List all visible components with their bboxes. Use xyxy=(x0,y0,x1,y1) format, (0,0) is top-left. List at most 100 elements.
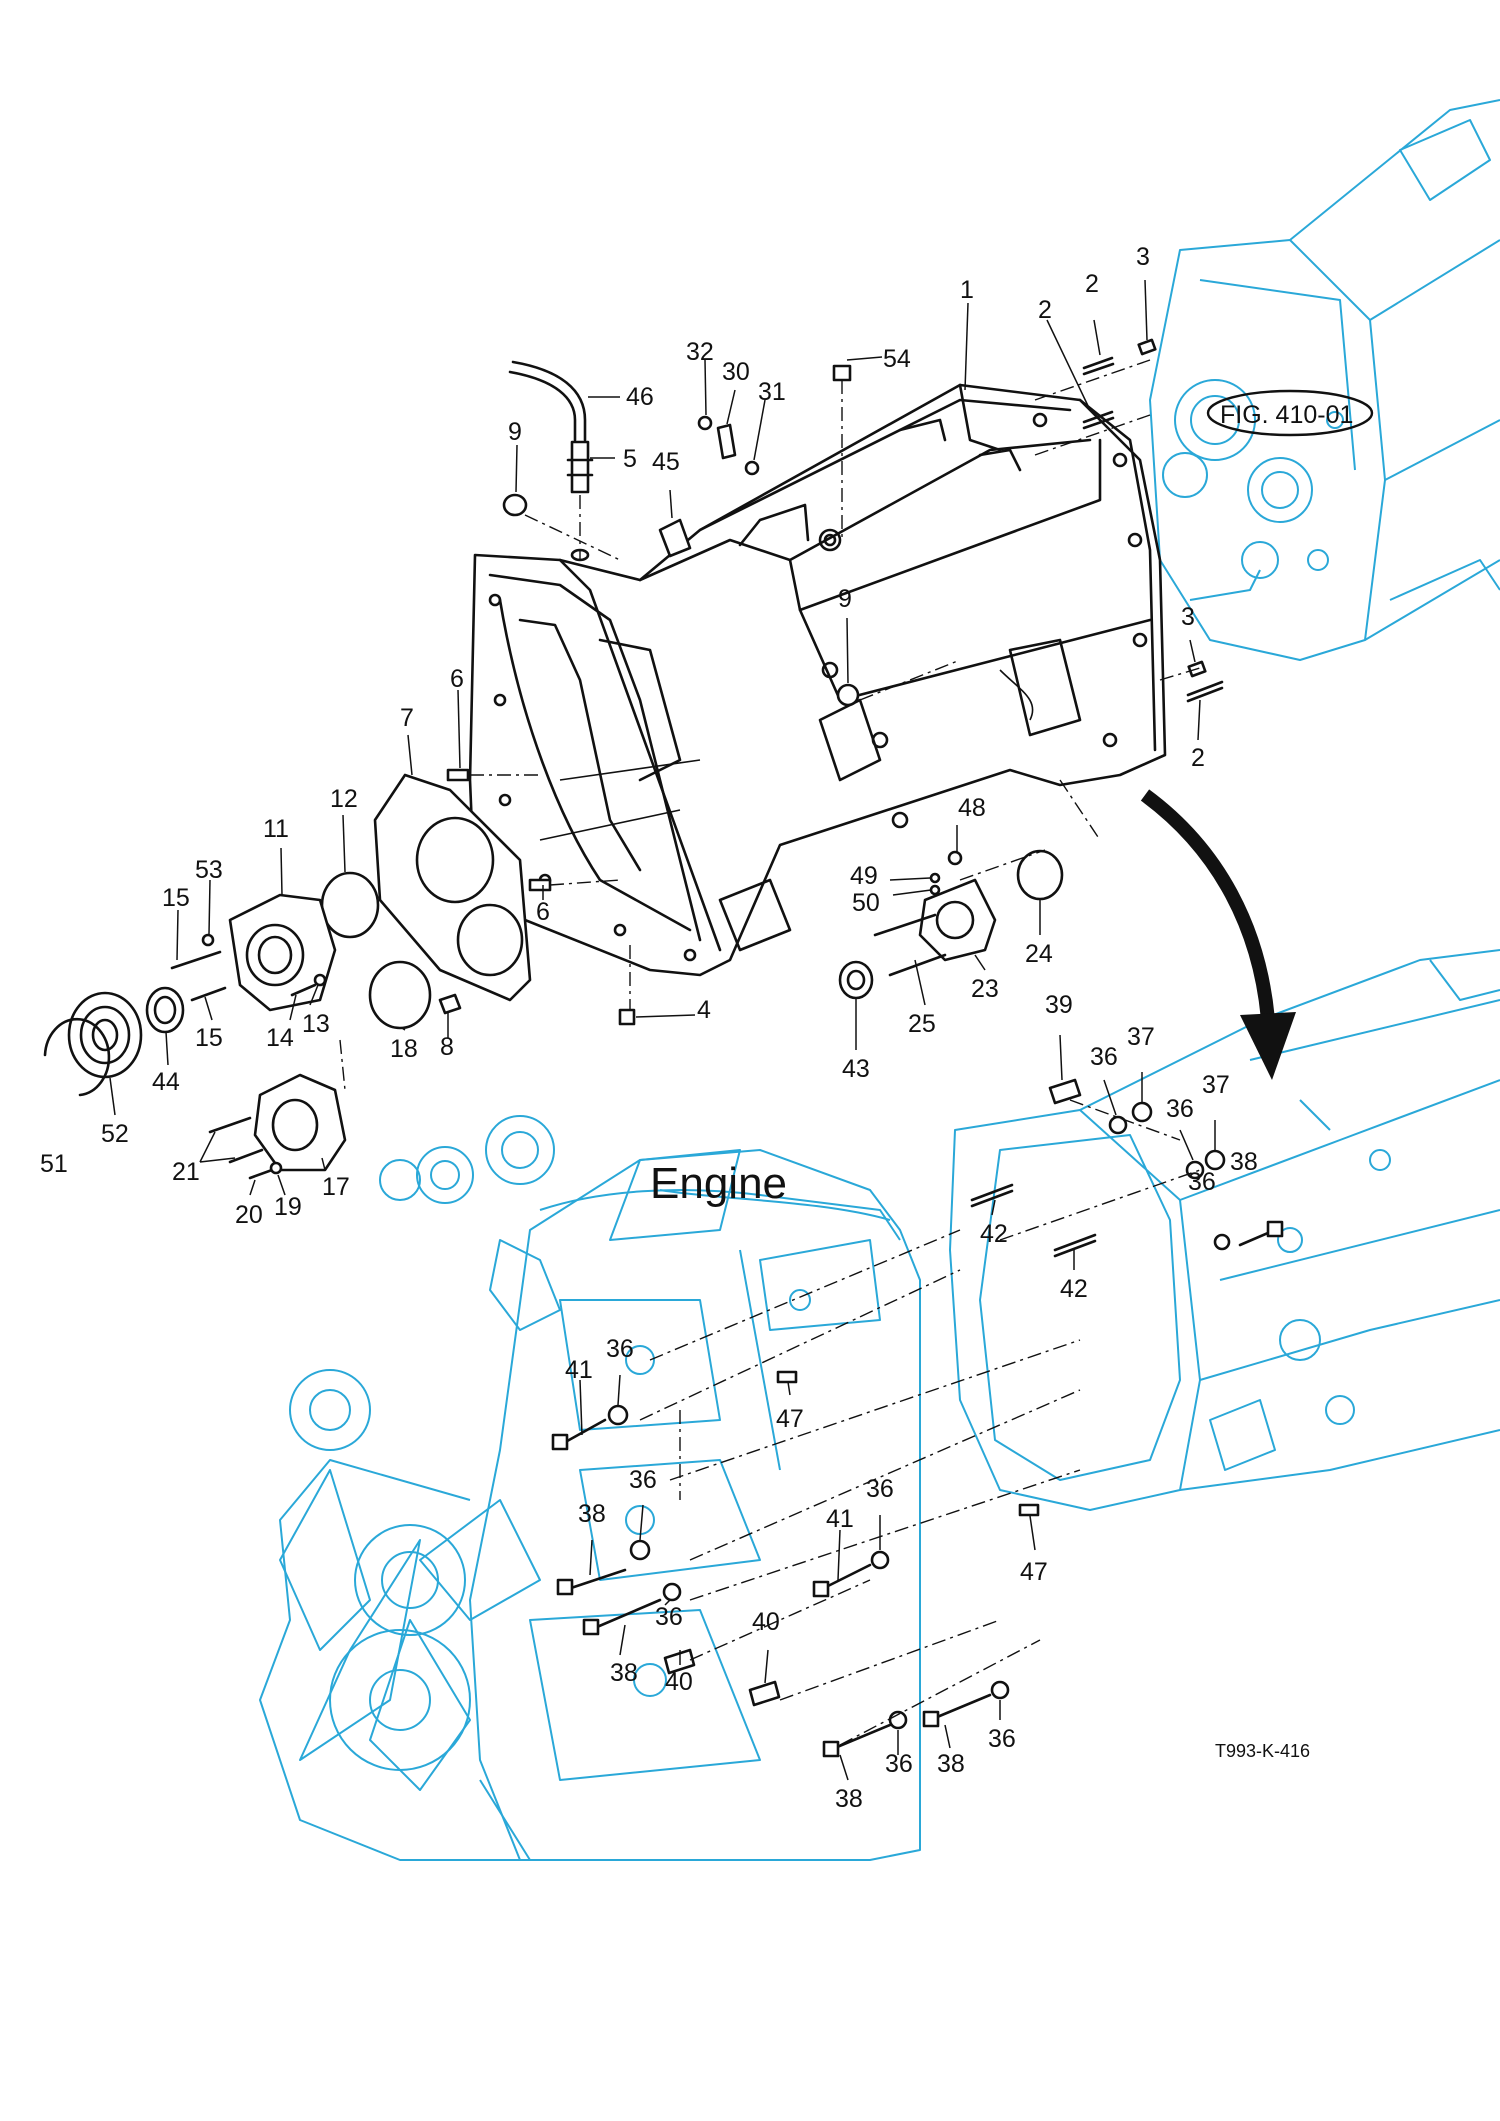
washer-36-e xyxy=(629,1539,651,1561)
callout: 54 xyxy=(883,345,911,373)
plug-49 xyxy=(929,872,941,884)
callout: 36 xyxy=(1166,1095,1194,1123)
washer-36-g xyxy=(870,1550,890,1570)
callout: 40 xyxy=(752,1608,780,1636)
stud-42-b xyxy=(1053,1233,1097,1258)
callout: 36 xyxy=(866,1475,894,1503)
callout: 19 xyxy=(274,1193,302,1221)
callout: 36 xyxy=(885,1750,913,1778)
washer-36-f xyxy=(662,1582,682,1602)
callout: 38 xyxy=(610,1659,638,1687)
bolt-8 xyxy=(438,993,462,1015)
elbow-45 xyxy=(658,518,692,558)
callout: 6 xyxy=(450,665,464,693)
bolt-38-c xyxy=(588,1598,662,1632)
bearing-housing-11 xyxy=(228,893,337,1012)
callout: 45 xyxy=(652,448,680,476)
callout: 37 xyxy=(1202,1071,1230,1099)
callout: 47 xyxy=(1020,1558,1048,1586)
washer-13 xyxy=(313,973,327,987)
callout: 32 xyxy=(686,338,714,366)
engine-outline xyxy=(259,1115,921,1861)
text-labels: Engine FIG. 410-01 T993-K-416 1 2 2 3 3 … xyxy=(40,243,1353,1813)
callout: 17 xyxy=(322,1173,350,1201)
callout: 23 xyxy=(971,975,999,1003)
bolt-38-b xyxy=(563,1568,627,1592)
callout: 51 xyxy=(40,1150,68,1178)
callout: 41 xyxy=(826,1505,854,1533)
cover-plate-7 xyxy=(373,773,532,1002)
bolt-21-b xyxy=(228,1148,264,1164)
callout: 41 xyxy=(565,1356,593,1384)
seal-43 xyxy=(838,960,874,1000)
callout: 12 xyxy=(330,785,358,813)
callout: 4 xyxy=(697,996,711,1024)
o-ring-24 xyxy=(1016,849,1064,901)
stud-2-b xyxy=(1082,410,1115,430)
plug-9-a xyxy=(502,493,528,517)
rear-transmission-outline xyxy=(1149,99,1500,661)
pin-47-a xyxy=(776,1370,798,1384)
alignment-lines xyxy=(339,359,1201,1746)
washer-36-a xyxy=(1108,1115,1128,1135)
callout: 50 xyxy=(852,889,880,917)
callout: 38 xyxy=(1230,1148,1258,1176)
callout: 43 xyxy=(842,1055,870,1083)
callout: 2 xyxy=(1038,296,1052,324)
callout: 36 xyxy=(655,1603,683,1631)
callout: 3 xyxy=(1181,603,1195,631)
bolt-39 xyxy=(1048,1078,1082,1105)
figure-ref-ellipse xyxy=(1206,389,1374,437)
callout: 15 xyxy=(195,1024,223,1052)
figure-ref-label: FIG. 410-01 xyxy=(1220,401,1353,429)
callout: 53 xyxy=(195,856,223,884)
callout: 42 xyxy=(980,1220,1008,1248)
dowel-6-b xyxy=(528,878,552,892)
nut-37-a xyxy=(1131,1101,1153,1123)
callout: 44 xyxy=(152,1068,180,1096)
washer-36-d xyxy=(607,1404,629,1426)
callout: 38 xyxy=(578,1500,606,1528)
callout: 31 xyxy=(758,378,786,406)
callout: 9 xyxy=(508,418,522,446)
callout: 13 xyxy=(302,1010,330,1038)
pin-47-b xyxy=(1018,1503,1040,1517)
callout: 47 xyxy=(776,1405,804,1433)
callout: 36 xyxy=(606,1335,634,1363)
bolt-15-b xyxy=(190,986,227,1002)
bracket-30 xyxy=(716,423,737,460)
callout: 7 xyxy=(400,704,414,732)
callout: 20 xyxy=(235,1201,263,1229)
callout: 24 xyxy=(1025,940,1053,968)
washer-50 xyxy=(929,884,941,896)
seal-44 xyxy=(145,986,185,1034)
cover-17 xyxy=(253,1073,347,1172)
stud-2-c xyxy=(1186,680,1224,703)
pin-3-a xyxy=(1137,338,1157,356)
bolt-15-a xyxy=(170,950,222,970)
bolt-38-e xyxy=(928,1693,992,1722)
callout: 36 xyxy=(1090,1043,1118,1071)
washer-36-i xyxy=(990,1680,1010,1700)
snap-ring-51 xyxy=(43,1017,111,1097)
washer-19 xyxy=(269,1161,283,1175)
engine-label: Engine xyxy=(650,1159,787,1208)
callout: 15 xyxy=(162,884,190,912)
callout: 39 xyxy=(1045,991,1073,1019)
housing-23 xyxy=(918,878,997,962)
fitting-5 xyxy=(570,440,590,494)
o-ring-12 xyxy=(320,871,380,939)
callout: 8 xyxy=(440,1033,454,1061)
callout: 9 xyxy=(838,585,852,613)
bolt-25-a xyxy=(873,913,937,937)
plug-54 xyxy=(832,364,852,382)
callout: 36 xyxy=(1188,1168,1216,1196)
washer-36-c xyxy=(1213,1233,1231,1251)
callout: 14 xyxy=(266,1024,294,1052)
callout: 11 xyxy=(263,815,289,843)
drawing-code: T993-K-416 xyxy=(1215,1741,1310,1761)
bolt-40-b xyxy=(748,1680,781,1707)
callout: 2 xyxy=(1191,744,1205,772)
callout: 40 xyxy=(665,1668,693,1696)
